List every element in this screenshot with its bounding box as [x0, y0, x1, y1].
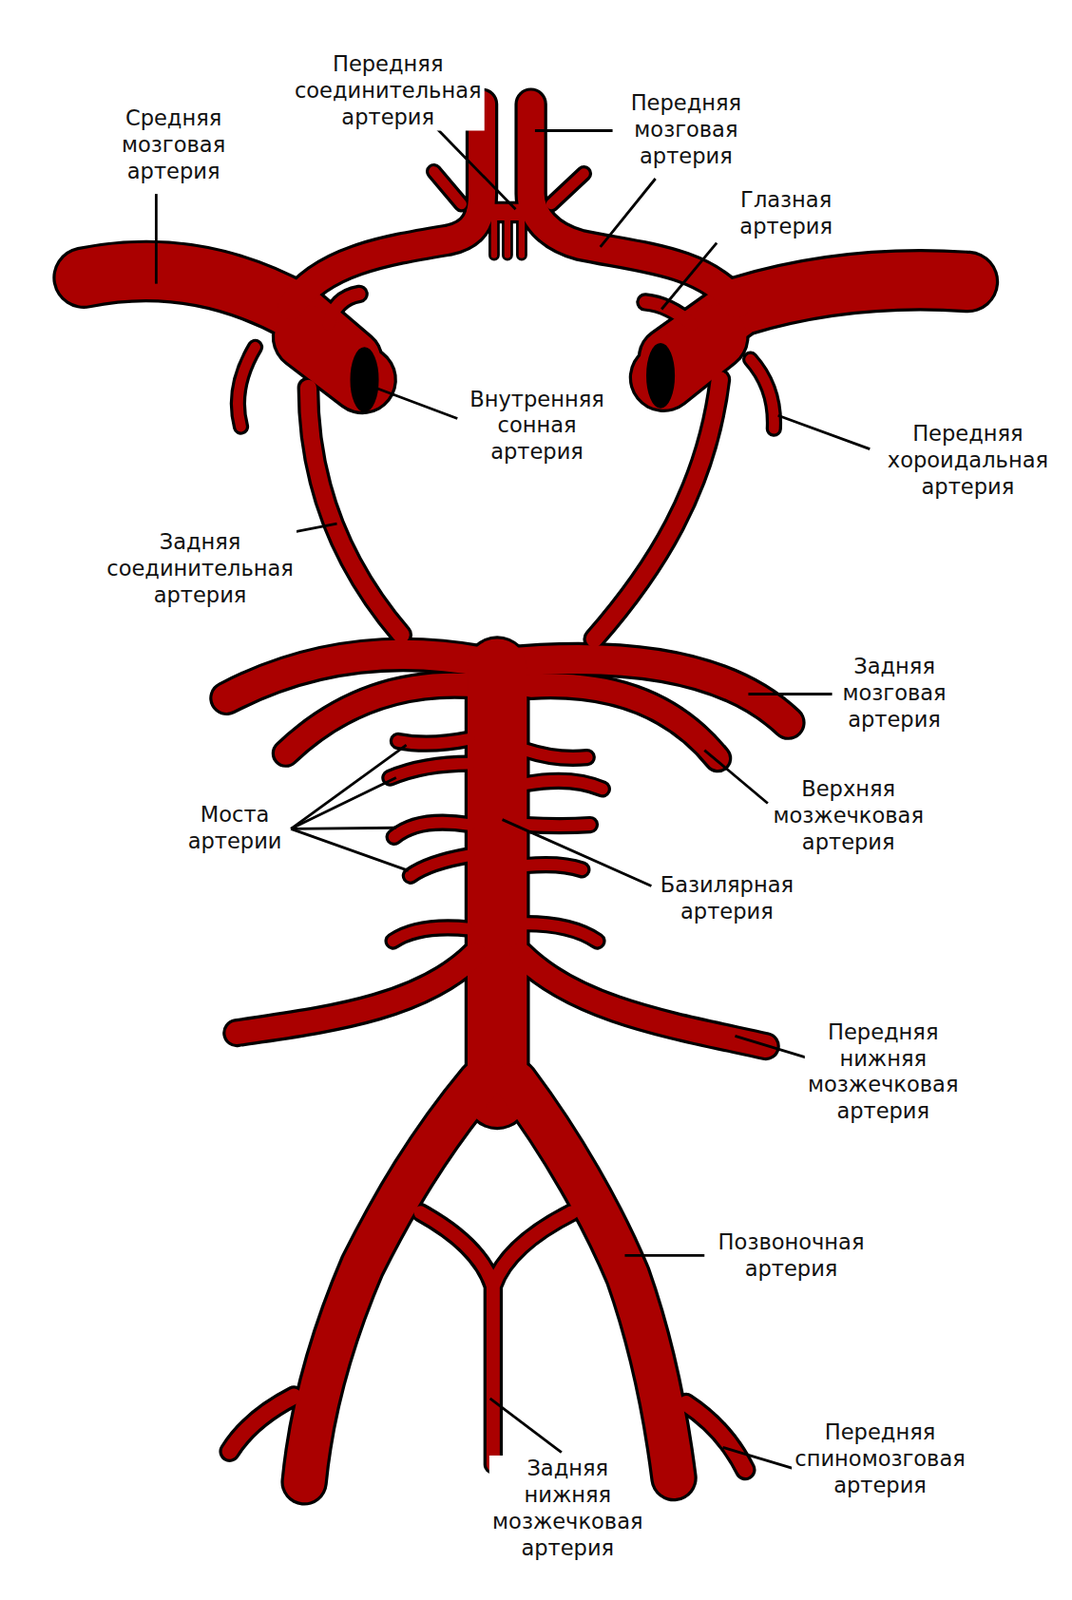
- part-label: Базилярная артерия: [656, 871, 797, 925]
- part-label: Задняя соединительная артерия: [103, 528, 297, 609]
- part-label: Передняя соединительная артерия: [291, 51, 485, 132]
- leader-line: [155, 124, 870, 1473]
- part-label: Глазная артерия: [736, 187, 836, 241]
- part-label: Внутренняя сонная артерия: [466, 385, 608, 466]
- part-label: Моста артерии: [184, 801, 285, 855]
- part-label: Передняя мозговая артерия: [627, 90, 745, 171]
- part-label: Задняя мозговая артерия: [839, 653, 950, 734]
- part-label: Передняя нижняя мозжечковая артерия: [804, 1018, 962, 1126]
- part-label: Передняя хороидальная артерия: [884, 421, 1053, 501]
- part-label: Средняя мозговая артерия: [118, 105, 230, 186]
- vessel-fill: [83, 104, 968, 1483]
- part-label: Передняя спиномозговая артерия: [791, 1418, 969, 1499]
- vessel-outline: [83, 104, 968, 1483]
- part-label: Позвоночная артерия: [714, 1228, 867, 1283]
- part-label: Верхняя мозжечковая артерия: [769, 775, 927, 856]
- part-label: Задняя нижняя мозжечковая артерия: [489, 1455, 647, 1563]
